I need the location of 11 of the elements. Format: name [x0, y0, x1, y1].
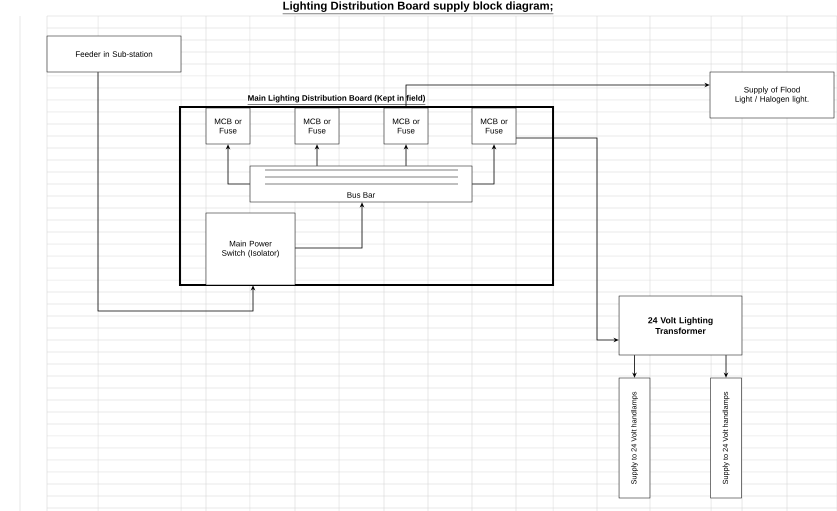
mcb-box: MCB or Fuse	[206, 108, 250, 144]
title: Lighting Distribution Board supply block diagram;	[282, 1, 554, 14]
supply-box: Supply of Flood Light / Halogen light.	[710, 72, 834, 118]
mcb-box: MCB or Fuse	[294, 108, 340, 144]
node-label: Main Lighting Distribution Board (Kept in field)	[248, 94, 425, 102]
transformer-box: 24 Volt Lighting Transformer	[618, 296, 742, 356]
feeder-box: Feeder in Sub-station	[46, 36, 182, 72]
bus-bar-box: Bus Bar	[250, 166, 472, 202]
mcb-box: MCB or Fuse	[384, 108, 428, 144]
mcb-box: MCB or Fuse	[472, 108, 516, 144]
switch-box: Main Power Switch (Isolator)	[206, 212, 296, 286]
